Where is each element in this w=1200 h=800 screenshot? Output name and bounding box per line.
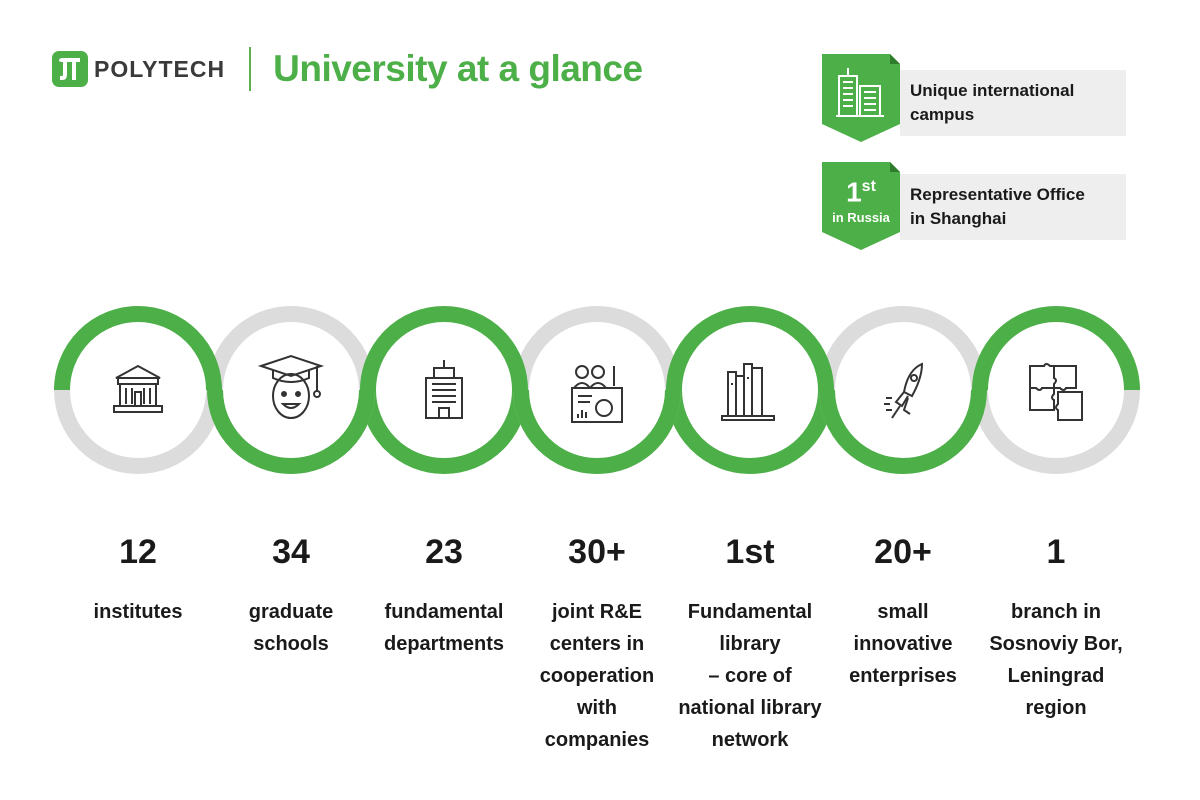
stat-number: 1st — [725, 533, 775, 571]
stat-line: branch in — [1010, 601, 1101, 623]
rocket-startup-icon — [884, 362, 924, 419]
stat-line: innovative — [853, 633, 953, 655]
rank-number: 1st — [846, 176, 876, 208]
stat-branch: 1 branch in Sosnoviy Bor, Leningrad regi… — [971, 530, 1141, 724]
stat-number: 30+ — [568, 533, 626, 571]
ring-chain — [54, 306, 1140, 474]
ring-top — [54, 306, 222, 390]
stat-research-centers: 30+ joint R&E centers in cooperation wit… — [512, 530, 682, 756]
stat-institutes: 12 institutes — [53, 530, 223, 628]
stat-line: institutes — [93, 601, 183, 623]
stat-line: national library — [678, 697, 822, 719]
polytech-logo-icon — [52, 51, 88, 87]
header: POLYTECH University at a glance — [52, 44, 643, 94]
ring-top — [360, 306, 528, 390]
badge-ribbon — [822, 162, 900, 250]
page-title: University at a glance — [273, 48, 643, 89]
stat-line: cooperation — [539, 665, 655, 687]
stat-enterprises: 20+ small innovative enterprises — [818, 530, 988, 692]
badge-international-campus: Unique international campus — [822, 54, 1127, 144]
ring-green-bottom — [513, 390, 681, 474]
ring-bottom — [54, 390, 222, 474]
stat-library: 1st Fundamental library – core of nation… — [665, 530, 835, 756]
stat-line: Leningrad — [1007, 665, 1105, 687]
ring-green-bottom — [819, 390, 987, 474]
stat-description: joint R&E centers in cooperation with co… — [512, 596, 682, 756]
stat-line: fundamental — [384, 601, 504, 623]
ring-green-bottom — [207, 390, 375, 474]
stat-number: 12 — [119, 533, 157, 571]
stat-line: departments — [383, 633, 505, 655]
stat-departments: 23 fundamental departments — [359, 530, 529, 660]
graduate-student-icon — [257, 354, 325, 419]
ring-bottom — [360, 390, 528, 474]
ring-bottom — [972, 390, 1140, 474]
rank-subtitle: in Russia — [832, 210, 890, 225]
header-divider — [249, 47, 252, 91]
stats-row: 12 institutes 34 graduate schools 23 fun… — [0, 530, 1200, 770]
ring-top — [972, 306, 1140, 390]
stat-line: schools — [253, 633, 329, 655]
badge-label: Representative Office in Shanghai — [900, 174, 1126, 240]
stat-line: Sosnoviy Bor, — [989, 633, 1123, 655]
research-team-icon — [571, 365, 623, 423]
stat-line: Fundamental — [687, 601, 813, 623]
stat-line: network — [711, 729, 789, 751]
stat-line: graduate — [248, 601, 334, 623]
stat-line: region — [1025, 697, 1087, 719]
stat-description: small innovative enterprises — [818, 596, 988, 692]
stat-number: 1 — [1046, 533, 1066, 571]
stat-graduate-schools: 34 graduate schools — [206, 530, 376, 660]
institute-building-icon — [113, 364, 163, 413]
stat-description: graduate schools — [206, 596, 376, 660]
stat-line: joint R&E — [552, 601, 642, 623]
badge-line: campus — [910, 105, 975, 124]
badge-label: Unique international campus — [900, 70, 1126, 136]
stat-description: branch in Sosnoviy Bor, Leningrad region — [971, 596, 1141, 724]
puzzle-icon — [1029, 363, 1083, 421]
badge-line: in Shanghai — [910, 209, 1007, 228]
office-tower-icon — [425, 360, 463, 419]
stat-description: institutes — [53, 596, 223, 628]
stat-line: companies — [544, 729, 650, 751]
stat-line: enterprises — [849, 665, 957, 687]
stat-line: – core of — [708, 665, 792, 687]
ring-bottom — [666, 390, 834, 474]
buildings-icon — [836, 68, 884, 117]
stat-description: Fundamental library – core of national l… — [665, 596, 835, 756]
stat-description: fundamental departments — [359, 596, 529, 660]
stat-number: 20+ — [874, 533, 932, 571]
stat-line: with — [577, 697, 617, 719]
stat-line: small — [877, 601, 929, 623]
library-books-icon — [721, 363, 775, 421]
stat-line: library — [719, 633, 781, 655]
badge-line: Unique international — [910, 81, 1075, 100]
ring-top — [666, 306, 834, 390]
brand-name: POLYTECH — [94, 55, 226, 82]
stat-number: 34 — [272, 533, 310, 571]
badge-representative-office: 1st in Russia Representative Office in S… — [822, 162, 1127, 252]
badge-line: Representative Office — [910, 185, 1085, 204]
stat-number: 23 — [425, 533, 463, 571]
stat-line: centers in — [549, 633, 645, 655]
